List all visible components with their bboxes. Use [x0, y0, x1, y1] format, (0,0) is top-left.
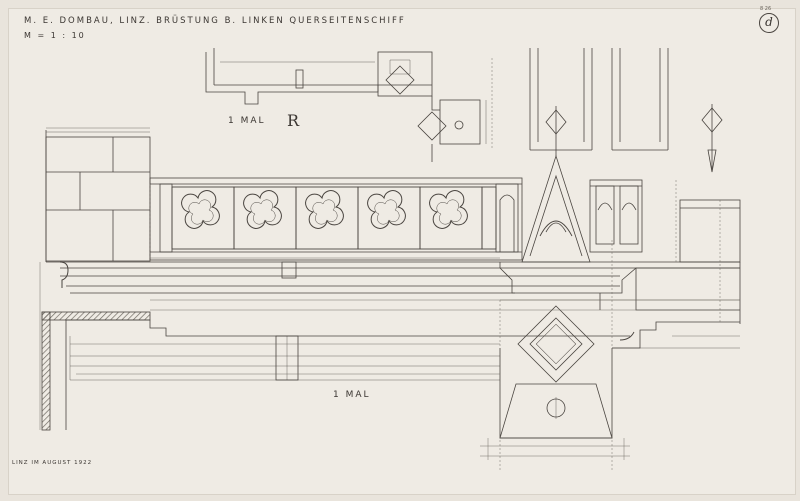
drawing-scale: M = 1 : 10 — [24, 31, 86, 40]
sheet-reference: 8 26 — [760, 6, 772, 12]
footer-date: LINZ IM AUGUST 1922 — [12, 460, 93, 466]
cornice — [46, 261, 740, 294]
sheet-letter-badge: d — [759, 13, 779, 33]
drawing-sheet — [8, 8, 796, 495]
lower-plan-section — [41, 305, 740, 439]
drawing-title: M. E. DOMBAU, LINZ. BRÜSTUNG B. LINKEN Q… — [24, 16, 406, 26]
left-masonry-wall — [45, 130, 151, 262]
pinnacle-gable — [499, 48, 741, 324]
upper-scale-label: 1 MAL — [228, 116, 266, 126]
balustrade — [149, 177, 523, 261]
lower-scale-label: 1 MAL — [333, 390, 371, 400]
upper-plan-detail — [205, 48, 487, 162]
dimension-lines — [39, 58, 740, 470]
upper-mark-label: R — [287, 111, 300, 130]
